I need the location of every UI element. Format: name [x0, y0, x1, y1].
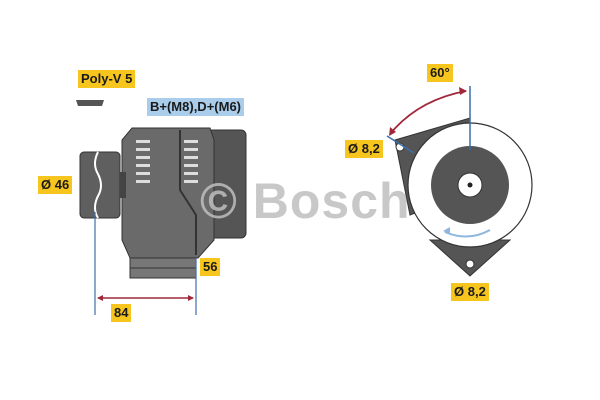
- hole-top-label: Ø 8,2: [345, 140, 383, 158]
- bosch-watermark: © Bosch: [200, 173, 411, 229]
- front-view: [386, 86, 533, 277]
- hole-bottom: [465, 259, 475, 269]
- dimension-line: [386, 135, 415, 154]
- hole-bottom-label: Ø 8,2: [451, 283, 489, 301]
- terminals-label: B+(M8),D+(M6): [147, 98, 245, 116]
- side-view: [76, 100, 247, 315]
- angle-arrow: [389, 90, 467, 135]
- angle-label: 60°: [427, 64, 453, 82]
- belt-profile-icon: [76, 100, 104, 106]
- belt-label: Poly-V 5: [78, 70, 136, 88]
- length-label: 84: [111, 304, 132, 322]
- body-offset-label: 56: [200, 258, 221, 276]
- pulley-diameter-label: Ø 46: [38, 176, 73, 194]
